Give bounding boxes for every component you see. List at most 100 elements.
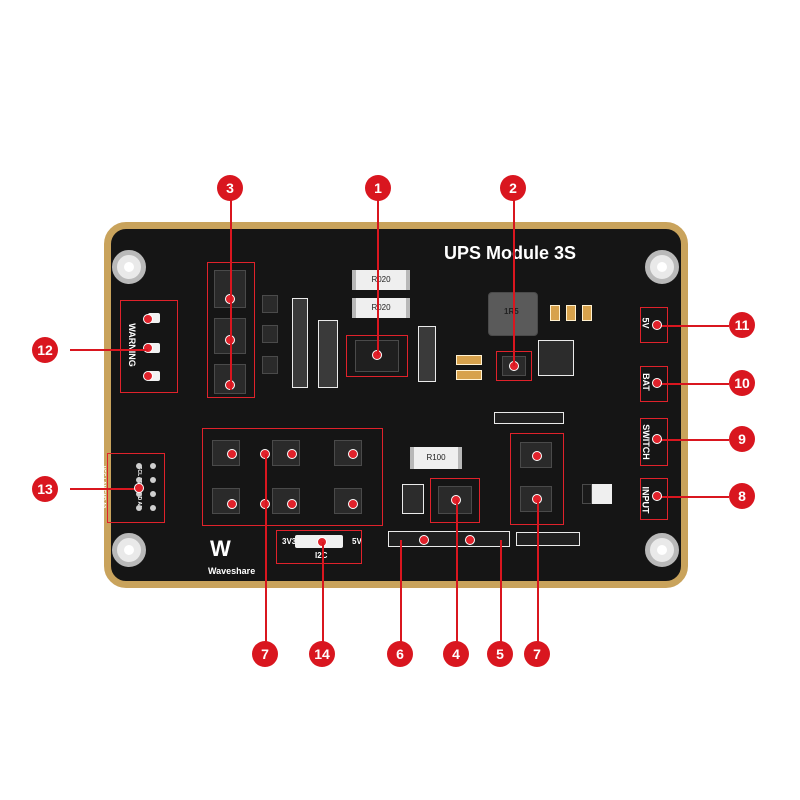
resistor-array (318, 320, 338, 388)
warning-led-marker (143, 314, 153, 324)
header-pin (150, 463, 156, 469)
resistor-array (538, 340, 574, 376)
mounting-hole-top-left (112, 250, 146, 284)
pad-marker (465, 535, 475, 545)
header-pin (136, 491, 142, 497)
callout-6: 6 (387, 641, 413, 667)
mounting-hole-top-right (645, 250, 679, 284)
leader-line-9 (657, 439, 729, 441)
i2c-label: I2C (315, 551, 327, 560)
leader-line-1 (377, 200, 379, 355)
mosfet-marker (348, 499, 358, 509)
mosfet-marker (287, 449, 297, 459)
mosfet-marker (532, 451, 542, 461)
callout-7-right: 7 (524, 641, 550, 667)
callout-13: 13 (32, 476, 58, 502)
i2c-3v3-label: 3V3 (282, 537, 297, 546)
callout-14: 14 (309, 641, 335, 667)
small-components (402, 484, 424, 514)
warning-led-marker (143, 371, 153, 381)
leader-line-10 (657, 383, 729, 385)
header-pin (150, 477, 156, 483)
connector-input-box (640, 478, 668, 520)
callout-3: 3 (217, 175, 243, 201)
warning-leds-box (120, 300, 178, 393)
mosfet-group-left (202, 428, 383, 526)
connector-5v-label: 5V (640, 317, 651, 329)
warning-label: WARNING (126, 323, 137, 367)
header-pin (136, 477, 142, 483)
warning-led (148, 343, 160, 353)
pad-group (494, 412, 564, 424)
connector-5v-marker (652, 320, 662, 330)
capacitor (550, 305, 560, 321)
callout-5: 5 (487, 641, 513, 667)
header-pin (136, 505, 142, 511)
leader-line-6 (400, 540, 402, 644)
leader-line-7a (265, 454, 267, 644)
mosfet-marker (227, 449, 237, 459)
header-label-row1: VCC LAN GND A0 (100, 465, 107, 509)
leader-line-11 (657, 325, 729, 327)
inductor-label: 1R5 (504, 307, 519, 316)
leader-line-4 (456, 500, 458, 644)
pad-marker (419, 535, 429, 545)
mounting-hole-bottom-right (645, 533, 679, 567)
leader-line-3 (230, 200, 232, 390)
capacitor (456, 355, 482, 365)
header-pin (150, 491, 156, 497)
pad-row (388, 531, 510, 547)
i2c-switch-box (276, 530, 362, 564)
r100-resistor: R100 (410, 447, 462, 469)
header-marker (134, 483, 144, 493)
leader-line-5 (500, 540, 502, 644)
header-pin (150, 505, 156, 511)
connector-bat-marker (652, 378, 662, 388)
board-title: UPS Module 3S (444, 243, 577, 263)
callout-8: 8 (729, 483, 755, 509)
leader-line-2 (513, 200, 515, 366)
connector-input-label: INPUT (640, 486, 651, 514)
small-ic (262, 356, 278, 374)
waveshare-logo: W (210, 536, 231, 561)
mosfet-marker (227, 499, 237, 509)
warning-led (148, 371, 160, 381)
callout-1: 1 (365, 175, 391, 201)
mosfet-marker (287, 499, 297, 509)
leader-line-8 (657, 496, 729, 498)
resistor-array (418, 326, 436, 382)
header-pin (136, 463, 142, 469)
callout-2: 2 (500, 175, 526, 201)
capacitor (566, 305, 576, 321)
sense-resistor: R020 (352, 270, 410, 290)
warning-led (148, 313, 160, 323)
leader-line-14 (322, 542, 324, 644)
leader-line-13 (70, 488, 140, 490)
mounting-hole-bottom-left (112, 533, 146, 567)
callout-9: 9 (729, 426, 755, 452)
callout-11: 11 (729, 312, 755, 338)
callout-4: 4 (443, 641, 469, 667)
callout-12: 12 (32, 337, 58, 363)
mosfet-marker (348, 449, 358, 459)
connector-switch-marker (652, 434, 662, 444)
sense-resistor: R020 (352, 298, 410, 318)
callout-7-left: 7 (252, 641, 278, 667)
i2c-5v-label: 5V (352, 537, 362, 546)
fuel-gauge-box (430, 478, 480, 523)
connector-switch-label: SWITCH (640, 424, 651, 460)
capacitor (456, 370, 482, 380)
pad-group (516, 532, 580, 546)
diode-body (582, 484, 592, 504)
callout-10: 10 (729, 370, 755, 396)
capacitor (582, 305, 592, 321)
leader-line-7b (537, 500, 539, 644)
brand-name: Waveshare (208, 566, 256, 576)
leader-line-12 (70, 349, 148, 351)
connector-bat-label: BAT (640, 373, 651, 391)
connector-input-marker (652, 491, 662, 501)
warning-led-marker (143, 343, 153, 353)
resistor-array (292, 298, 308, 388)
connector-switch-box (640, 418, 668, 466)
